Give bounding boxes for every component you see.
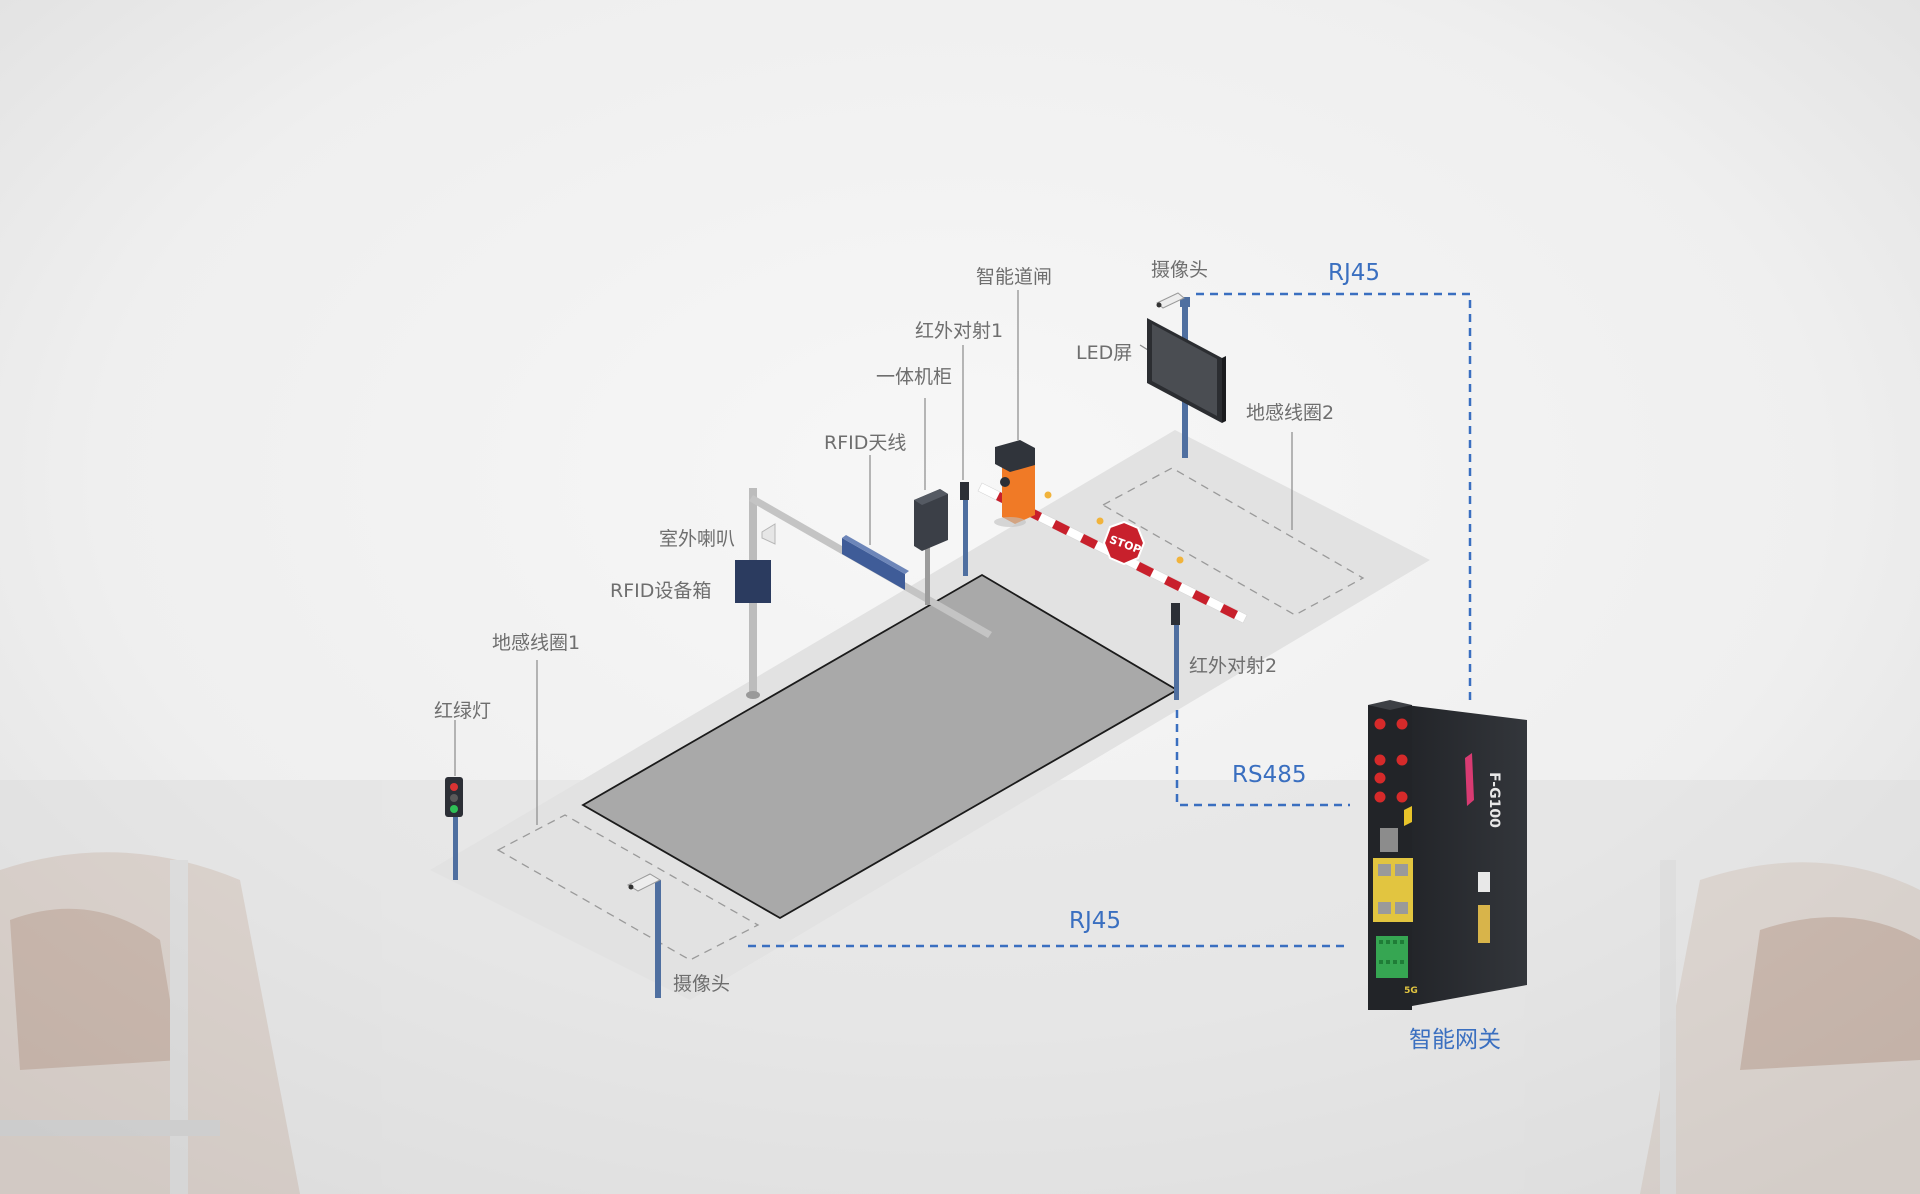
label-led-screen: LED屏 (1076, 342, 1133, 364)
label-rj45-top: RJ45 (1328, 260, 1381, 286)
rj45-top-line (1196, 292, 1472, 705)
led-screen (1147, 318, 1226, 423)
gateway-5g-badge: 5G (1404, 986, 1418, 996)
camera-top (1156, 292, 1190, 309)
label-rfid-box: RFID设备箱 (610, 580, 712, 602)
ground-loop-2 (1101, 467, 1365, 616)
label-cabinet: 一体机柜 (876, 366, 953, 388)
gateway-model-text: F-G100 (1486, 772, 1502, 828)
smart-gateway-device (1368, 700, 1527, 1010)
farm-background-silhouette (0, 780, 1920, 1194)
label-infrared-1: 红外对射1 (915, 320, 1004, 342)
ground-loop-1 (496, 814, 760, 961)
label-smart-barrier: 智能道闸 (976, 266, 1053, 288)
label-camera-top: 摄像头 (1151, 259, 1209, 281)
outdoor-speaker (761, 523, 776, 545)
connection-lines (748, 292, 1472, 948)
camera-bottom (626, 873, 662, 998)
label-infrared-2: 红外对射2 (1189, 655, 1278, 677)
label-smart-gateway: 智能网关 (1409, 1027, 1501, 1053)
label-rs485: RS485 (1232, 762, 1307, 788)
label-ground-loop-2: 地感线圈2 (1246, 402, 1335, 424)
rs485-line (1175, 710, 1350, 807)
stop-sign (1102, 520, 1146, 566)
traffic-light (445, 777, 463, 880)
integrated-cabinet (914, 489, 948, 605)
rfid-antenna (842, 535, 909, 590)
label-camera-bottom: 摄像头 (673, 973, 731, 995)
label-rj45-bottom: RJ45 (1069, 908, 1122, 934)
rfid-equipment-box (735, 560, 771, 603)
infrared-sensor-2 (1171, 603, 1180, 700)
label-traffic-light: 红绿灯 (434, 700, 492, 722)
infrared-sensor-1 (960, 482, 969, 576)
label-rfid-antenna: RFID天线 (824, 432, 907, 454)
leader-lines (454, 290, 1293, 825)
label-outdoor-speaker: 室外喇叭 (659, 528, 736, 550)
label-ground-loop-1: 地感线圈1 (492, 632, 581, 654)
